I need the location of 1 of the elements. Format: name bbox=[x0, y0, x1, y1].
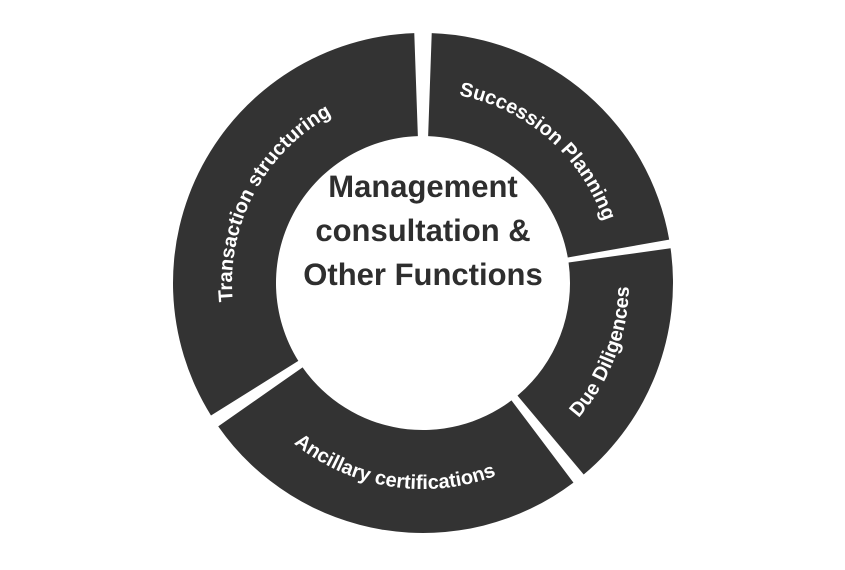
center-title: Management consultation & Other Functions bbox=[303, 169, 544, 294]
